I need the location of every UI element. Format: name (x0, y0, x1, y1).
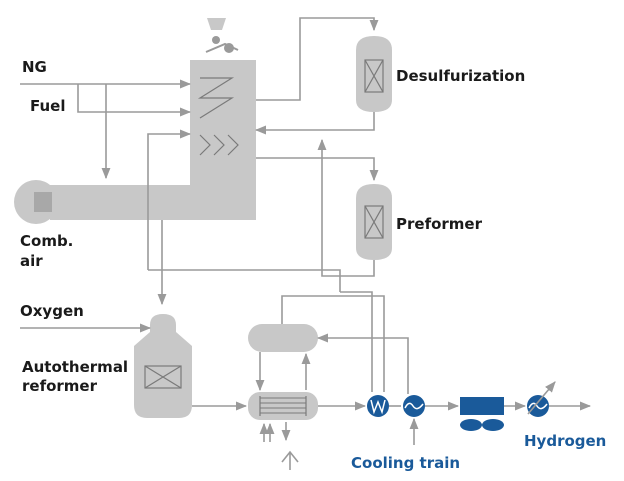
hydrogen-label: Hydrogen (524, 432, 606, 450)
comb-air-label-line2: air (20, 252, 43, 270)
steam-drum (248, 324, 318, 352)
cooling-train-equipment (367, 395, 549, 431)
cooling-train-label: Cooling train (351, 454, 460, 472)
atr-label-line1: Autothermal (22, 358, 128, 376)
waste-heat-boiler (248, 392, 318, 420)
fired-heater (14, 18, 256, 224)
desulfurization-vessel (356, 36, 392, 112)
oxygen-label: Oxygen (20, 302, 84, 320)
ng-label: NG (22, 58, 47, 76)
atr-label-line2: reformer (22, 377, 98, 395)
autothermal-reformer (134, 314, 192, 418)
comb-air-label-line1: Comb. (20, 232, 73, 250)
piping (20, 17, 592, 470)
fuel-label: Fuel (30, 97, 66, 115)
preformer-vessel (356, 184, 392, 260)
preformer-label: Preformer (396, 215, 483, 233)
desulfurization-label: Desulfurization (396, 67, 525, 85)
